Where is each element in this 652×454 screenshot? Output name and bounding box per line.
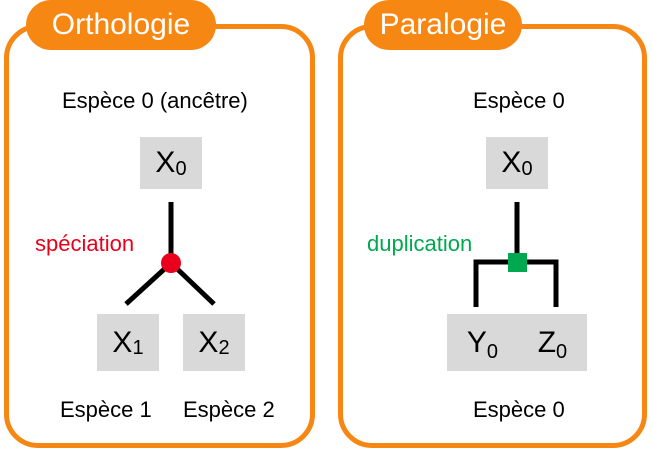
ancestor-species-label: Espèce 0 (ancêtre) bbox=[62, 88, 248, 113]
speciation-label: spéciation bbox=[35, 231, 135, 256]
gene-name: Y bbox=[466, 325, 487, 359]
species-2-label: Espèce 2 bbox=[183, 397, 275, 422]
paralogy-title: Paralogie bbox=[364, 0, 522, 50]
gene-index: 1 bbox=[132, 337, 144, 359]
gene-name: X bbox=[112, 325, 133, 359]
duplication-node bbox=[508, 253, 527, 272]
orthology-left-branch bbox=[124, 261, 173, 306]
gene-index: 0 bbox=[521, 157, 533, 180]
orthology-title: Orthologie bbox=[26, 0, 216, 50]
gene-index: 0 bbox=[556, 340, 568, 363]
paralogy-top-species-label: Espèce 0 bbox=[473, 88, 565, 113]
paralogy-bottom-species-label: Espèce 0 bbox=[473, 397, 565, 422]
gene-index: 2 bbox=[218, 337, 230, 359]
gene-name: X bbox=[198, 325, 219, 359]
gene-name: X bbox=[501, 146, 522, 179]
speciation-node bbox=[161, 253, 181, 273]
duplication-label: duplication bbox=[367, 231, 473, 256]
gene-z0: Z0 bbox=[537, 325, 568, 363]
gene-box-y0-z0: Y0 Z0 bbox=[447, 314, 587, 371]
gene-y0: Y0 bbox=[466, 325, 498, 363]
gene-index: 0 bbox=[486, 340, 498, 363]
gene-index: 0 bbox=[175, 157, 187, 180]
species-1-label: Espèce 1 bbox=[60, 397, 152, 422]
gene-name: X bbox=[155, 146, 176, 179]
gene-name: Z bbox=[537, 325, 557, 359]
